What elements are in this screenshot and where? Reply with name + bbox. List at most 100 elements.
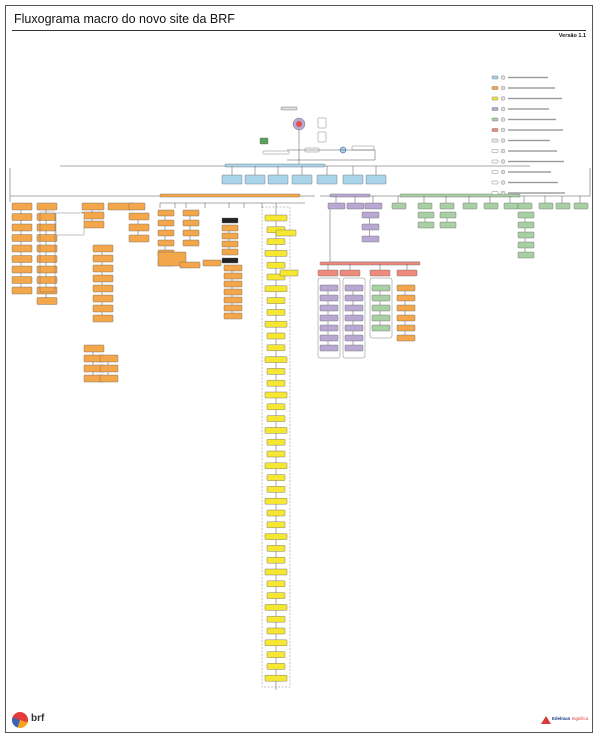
legend-swatch bbox=[491, 149, 499, 153]
corp-col-node bbox=[11, 213, 33, 221]
legend-swatch bbox=[491, 96, 499, 101]
agency-logo-icon bbox=[541, 716, 551, 724]
legend-icon bbox=[500, 106, 506, 112]
purple-col-node bbox=[361, 223, 380, 231]
press-col-d-node bbox=[223, 304, 243, 312]
product-node bbox=[266, 439, 286, 446]
press-col-c-node bbox=[221, 248, 239, 256]
legend-icon bbox=[500, 169, 506, 175]
invest-sub-col-node bbox=[92, 254, 114, 263]
press-col-a-node bbox=[157, 229, 175, 237]
invest-list-node bbox=[55, 212, 85, 236]
green-item bbox=[462, 202, 478, 210]
menu-item-1 bbox=[221, 174, 243, 185]
salmon-label bbox=[319, 261, 421, 266]
product-node bbox=[264, 250, 288, 257]
salmon-col-a-node bbox=[319, 284, 339, 292]
legend-text-line bbox=[508, 160, 564, 163]
product-node bbox=[266, 380, 286, 387]
legend-text-line bbox=[508, 139, 550, 142]
green-item bbox=[439, 202, 455, 210]
legend-swatch bbox=[491, 159, 499, 164]
press-col-a-node bbox=[157, 239, 175, 247]
legend-text-line bbox=[508, 171, 551, 173]
career-col-node bbox=[128, 212, 150, 221]
legend-text-line bbox=[508, 87, 555, 89]
purple-item bbox=[346, 202, 365, 210]
product-node bbox=[266, 238, 286, 245]
home-globe-core bbox=[296, 121, 302, 127]
green-item bbox=[573, 202, 589, 210]
product-node bbox=[264, 391, 288, 399]
page-frame bbox=[5, 5, 593, 733]
product-node bbox=[266, 627, 286, 635]
green-item bbox=[417, 202, 433, 210]
salmon-col-b-node bbox=[344, 324, 364, 332]
product-node bbox=[266, 450, 286, 458]
product-node bbox=[264, 427, 288, 434]
legend-swatch bbox=[491, 128, 499, 132]
press-col-d-node bbox=[223, 312, 243, 320]
salmon-col-d-node bbox=[396, 284, 416, 292]
purple-item bbox=[364, 202, 383, 210]
product-node bbox=[266, 262, 286, 269]
salmon-col-b-node bbox=[344, 284, 364, 292]
legend-text-line bbox=[508, 97, 562, 100]
press-col-c-node bbox=[221, 224, 239, 232]
product-node bbox=[266, 663, 286, 670]
legend-text-line bbox=[508, 108, 549, 110]
brf-logo-icon bbox=[12, 712, 28, 728]
salmon-col-c-node bbox=[371, 324, 391, 332]
product-node bbox=[266, 545, 286, 552]
product-node bbox=[264, 533, 288, 540]
press-col-b-node bbox=[182, 209, 200, 217]
product-node bbox=[266, 415, 286, 422]
invest-sub-col-node bbox=[92, 264, 114, 273]
legend-swatch bbox=[491, 138, 499, 143]
green-col-a-node bbox=[417, 211, 435, 219]
green-col-a-node bbox=[417, 221, 435, 229]
product-node bbox=[264, 356, 288, 363]
salmon-col-c-node bbox=[371, 284, 391, 292]
product-node bbox=[266, 309, 286, 316]
press-sub-node bbox=[179, 261, 201, 269]
career-node bbox=[128, 202, 146, 211]
search-label-node bbox=[262, 150, 290, 155]
product-node bbox=[264, 498, 288, 505]
menu-item-7 bbox=[365, 174, 387, 185]
menu-item-3 bbox=[267, 174, 289, 185]
green-item bbox=[517, 202, 533, 210]
salmon-group-b bbox=[342, 277, 366, 359]
product-node bbox=[266, 651, 286, 658]
legend-text-line bbox=[508, 150, 557, 152]
green-col-c-node bbox=[517, 251, 535, 259]
corp-col-node bbox=[11, 244, 33, 253]
product-node bbox=[266, 521, 286, 528]
menu-item-4 bbox=[291, 174, 313, 185]
green-col-c-node bbox=[517, 221, 535, 229]
dark-header-node bbox=[221, 257, 239, 264]
green-item bbox=[391, 202, 407, 210]
salmon-col-b-node bbox=[344, 334, 364, 342]
press-col-d-node bbox=[223, 272, 243, 280]
about-col-node bbox=[36, 244, 58, 253]
product-node bbox=[264, 568, 288, 576]
salmon-col-a-node bbox=[319, 324, 339, 332]
purple-item bbox=[327, 202, 346, 210]
brf-logo-text: brf bbox=[31, 713, 45, 724]
product-node bbox=[266, 344, 286, 351]
salmon-col-d-node bbox=[396, 294, 416, 302]
invest-sub3-col-node bbox=[99, 354, 119, 363]
legend-swatch bbox=[491, 107, 499, 111]
about-col-node bbox=[36, 255, 58, 263]
legend-icon bbox=[500, 75, 506, 80]
invest-sub-col-node bbox=[92, 284, 114, 293]
legend-icon bbox=[500, 180, 506, 185]
invest-sub3-col-node bbox=[99, 364, 119, 373]
press-sub-node bbox=[202, 259, 222, 267]
corp-col-node bbox=[11, 286, 33, 295]
dark-header-node bbox=[221, 217, 239, 224]
press-col-c-node bbox=[221, 232, 239, 240]
invest-sub-col-node bbox=[92, 314, 114, 323]
device-icon-node bbox=[317, 117, 327, 129]
